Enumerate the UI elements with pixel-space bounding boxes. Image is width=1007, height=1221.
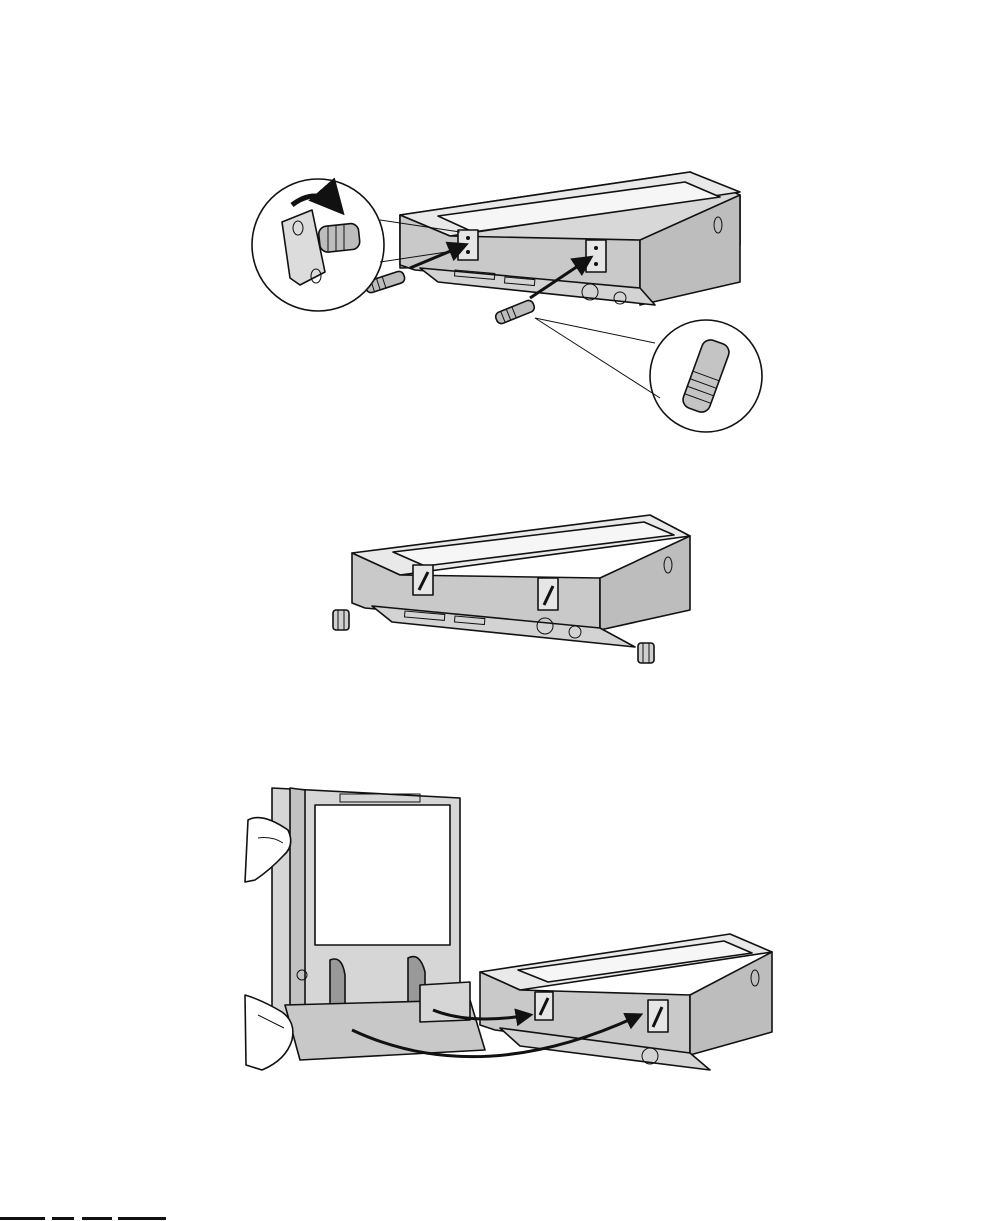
mount-plate-left (458, 230, 478, 260)
cap-icon (333, 610, 349, 630)
footer-rule (0, 1212, 1007, 1221)
scanner-unit (480, 934, 772, 1070)
scanner-unit (352, 515, 690, 647)
cap-icon (638, 643, 654, 663)
document-feeder (272, 788, 485, 1060)
step-2-protective-feet (0, 460, 1007, 690)
step-1-attach-screws (0, 0, 1007, 450)
step-3-mount-document-feeder (0, 760, 1007, 1100)
mount-plate-right (648, 1000, 668, 1032)
mount-plate-right (586, 240, 606, 272)
scanner-unit (400, 172, 740, 305)
detail-callout-screw (650, 320, 762, 432)
screw-icon (494, 299, 536, 325)
mount-plate-left (413, 565, 433, 595)
detail-callout-mount (252, 179, 384, 311)
mount-plate-left (535, 992, 553, 1020)
mount-plate-right (538, 578, 558, 610)
